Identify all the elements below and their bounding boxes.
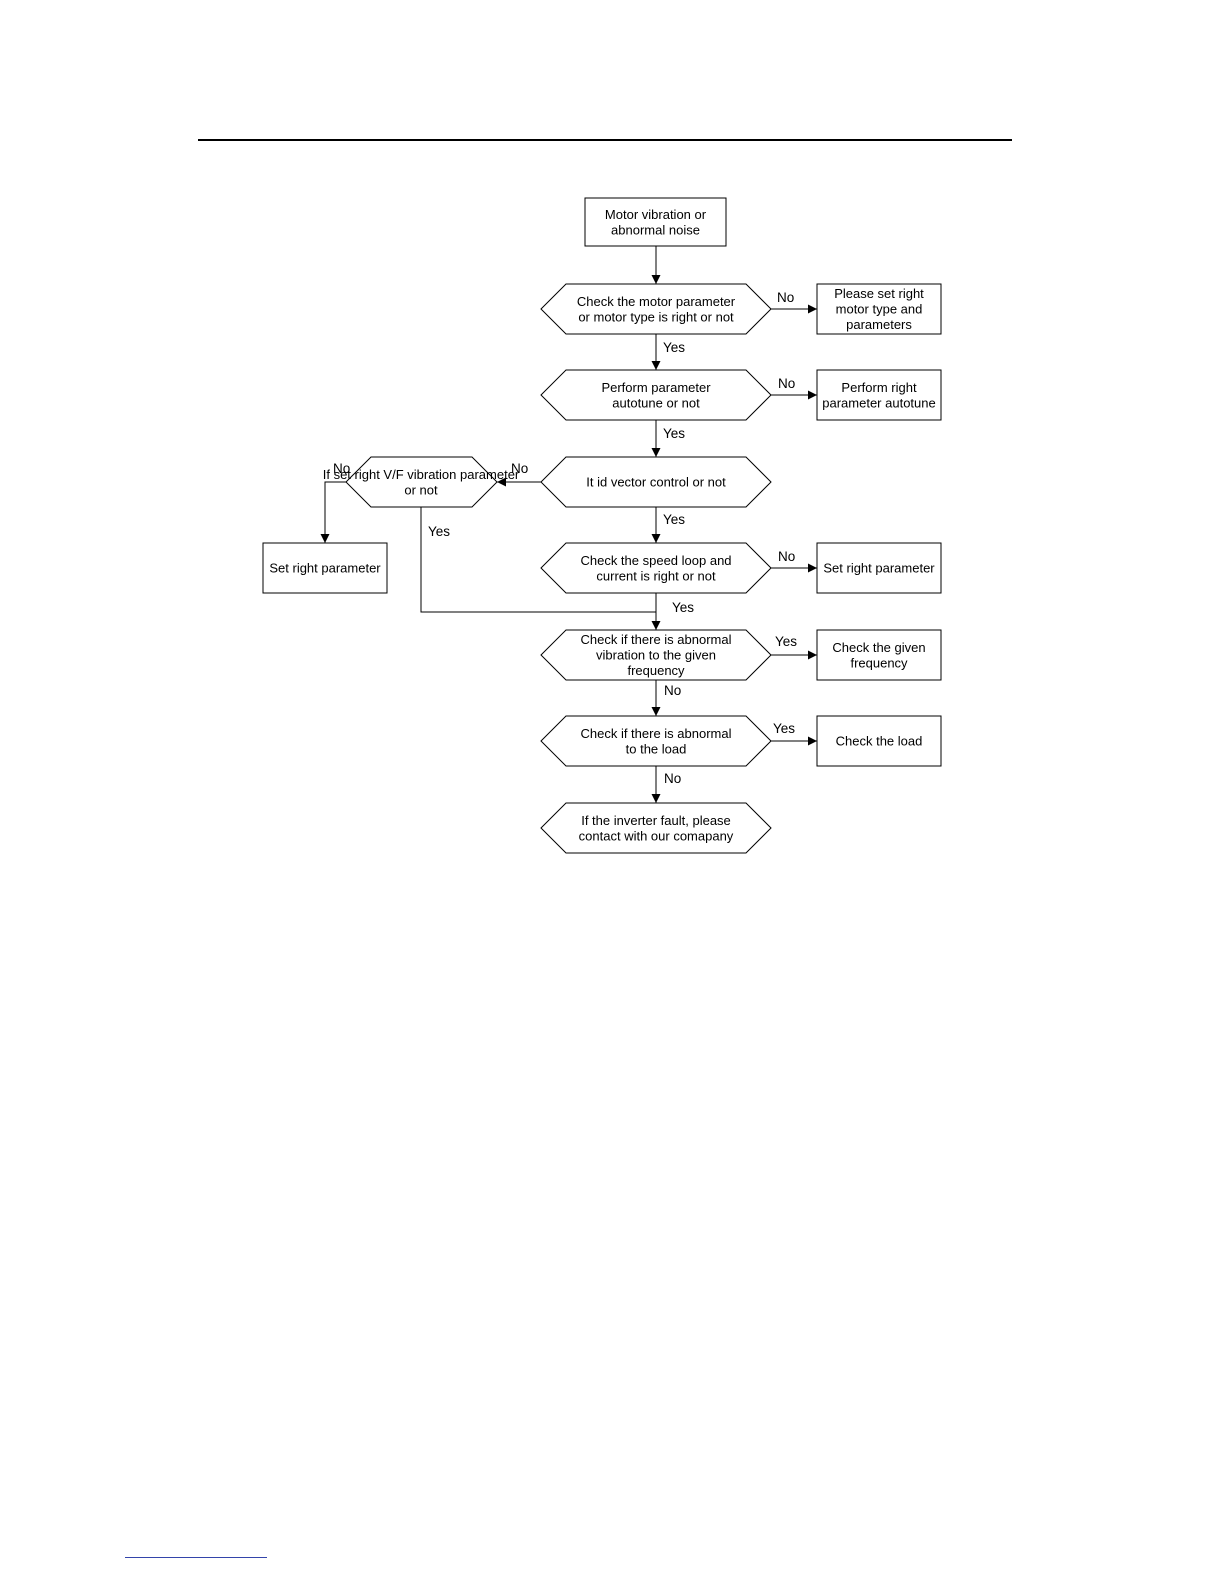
node-check-load-text: Check the load xyxy=(836,734,923,749)
label-load-yes: Yes xyxy=(773,721,795,736)
edge-vf-no xyxy=(320,481,346,543)
footer-link-underline xyxy=(125,1557,267,1558)
label-vf-yes: Yes xyxy=(428,524,450,539)
node-set-param-left: Set right parameter xyxy=(262,542,388,594)
node-vector-control-text: It id vector control or not xyxy=(586,475,726,490)
label-motor-yes: Yes xyxy=(663,340,685,355)
label-freq-yes: Yes xyxy=(775,634,797,649)
label-vf-no: No xyxy=(333,461,350,476)
node-set-param-left-text: Set right parameter xyxy=(269,561,381,576)
label-autotune-yes: Yes xyxy=(663,426,685,441)
edge-labels: No Yes No Yes No Yes No Yes No Yes Yes N… xyxy=(333,290,797,786)
node-vector-control: It id vector control or not xyxy=(540,456,772,508)
label-vector-yes: Yes xyxy=(663,512,685,527)
label-motor-no: No xyxy=(777,290,794,305)
node-set-param-right: Set right parameter xyxy=(816,542,942,594)
label-load-no: No xyxy=(664,771,681,786)
edge-vf-yes xyxy=(420,507,656,613)
header-rule xyxy=(198,139,1012,141)
edges xyxy=(320,246,817,803)
node-set-param-right-text: Set right parameter xyxy=(823,561,935,576)
label-vector-no: No xyxy=(511,461,528,476)
label-speed-yes: Yes xyxy=(672,600,694,615)
label-freq-no: No xyxy=(664,683,681,698)
label-autotune-no: No xyxy=(778,376,795,391)
label-speed-no: No xyxy=(778,549,795,564)
node-check-load: Check the load xyxy=(816,715,942,767)
